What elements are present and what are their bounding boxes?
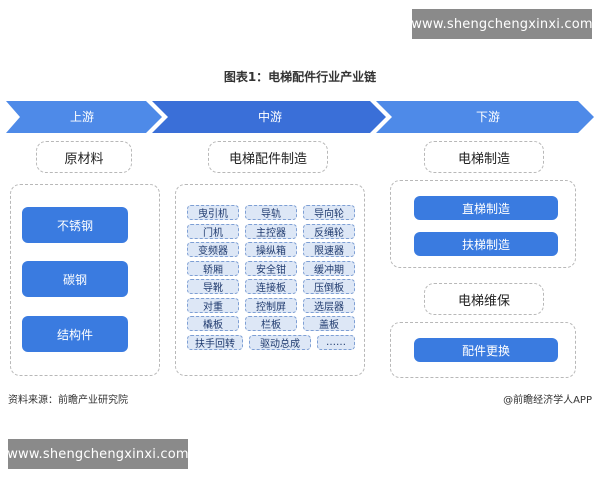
source-note: 资料来源：前瞻产业研究院 xyxy=(8,395,128,406)
midstream-chevron xyxy=(152,101,386,133)
downstream-item-parts-replacement: 配件更换 xyxy=(414,338,558,362)
midstream-part-chip: 反绳轮 xyxy=(303,223,355,239)
midstream-part-chip: 限速器 xyxy=(303,242,355,257)
midstream-part-chip: 安全钳 xyxy=(245,260,297,276)
downstream-maintenance-header-box: 电梯维保 xyxy=(424,283,544,315)
downstream-item-escalator: 扶梯制造 xyxy=(414,232,558,256)
midstream-part-chip: 驱动总成 xyxy=(249,334,311,350)
upstream-item-stainless-steel: 不锈钢 xyxy=(22,207,128,243)
stage-chevron-bar xyxy=(6,101,594,133)
upstream-header-box: 原材料 xyxy=(36,141,132,173)
midstream-part-chip: 门机 xyxy=(187,223,239,239)
midstream-part-chip: 盖板 xyxy=(303,316,355,331)
upstream-item-structural-parts: 结构件 xyxy=(22,316,128,352)
stage-label-downstream: 下游 xyxy=(475,110,500,124)
credit-note: @前瞻经济学人APP xyxy=(503,395,592,406)
midstream-part-chip: 导靴 xyxy=(187,279,239,294)
upstream-item-carbon-steel: 碳钢 xyxy=(22,261,128,297)
midstream-part-chip: 扶手回转 xyxy=(187,334,243,350)
upstream-item-label: 不锈钢 xyxy=(56,218,93,233)
downstream-maintenance-header: 电梯维保 xyxy=(457,293,510,309)
downstream-manufacture-header-box: 电梯制造 xyxy=(424,141,544,173)
midstream-header: 电梯配件制造 xyxy=(228,151,307,167)
midstream-part-chip: 压倒板 xyxy=(303,279,355,294)
midstream-part-chip: 主控器 xyxy=(245,223,297,239)
downstream-item-label: 配件更换 xyxy=(461,343,510,358)
upstream-chevron xyxy=(6,101,162,133)
midstream-part-chip: 变频器 xyxy=(187,242,239,257)
midstream-part-chip: 缓冲期 xyxy=(303,260,355,276)
midstream-part-chip: 导向轮 xyxy=(303,205,355,220)
midstream-header-box: 电梯配件制造 xyxy=(208,141,328,173)
downstream-item-label: 扶梯制造 xyxy=(461,237,510,252)
midstream-part-chip: 对重 xyxy=(187,297,239,313)
midstream-part-chip: 轿厢 xyxy=(187,260,239,276)
bottom-watermark-text: www.shengchengxinxi.com xyxy=(7,446,189,462)
midstream-part-chip: 栏板 xyxy=(245,316,297,331)
midstream-part-chip: 曳引机 xyxy=(187,205,239,220)
midstream-part-chip: 控制屏 xyxy=(245,297,297,313)
midstream-part-chip: 橇板 xyxy=(187,316,239,331)
downstream-item-label: 直梯制造 xyxy=(461,201,510,216)
stage-label-upstream: 上游 xyxy=(69,110,94,124)
diagram-title: 图表1：电梯配件行业产业链 xyxy=(223,70,377,84)
downstream-manufacture-header: 电梯制造 xyxy=(457,151,510,167)
midstream-part-chip: …… xyxy=(317,334,355,350)
midstream-part-chip: 操纵箱 xyxy=(245,242,297,257)
upstream-item-label: 结构件 xyxy=(56,327,93,342)
midstream-part-chip: 导轨 xyxy=(245,205,297,220)
downstream-item-straight-elevator: 直梯制造 xyxy=(414,196,558,220)
bottom-watermark: www.shengchengxinxi.com xyxy=(7,439,189,469)
top-watermark-text: www.shengchengxinxi.com xyxy=(411,16,593,32)
midstream-part-chip: 连接板 xyxy=(245,279,297,294)
upstream-header: 原材料 xyxy=(64,151,104,167)
upstream-item-label: 碳钢 xyxy=(62,272,87,287)
top-watermark: www.shengchengxinxi.com xyxy=(411,9,593,39)
midstream-part-chip: 选层器 xyxy=(303,297,355,313)
downstream-chevron xyxy=(376,101,594,133)
stage-label-midstream: 中游 xyxy=(257,110,282,124)
